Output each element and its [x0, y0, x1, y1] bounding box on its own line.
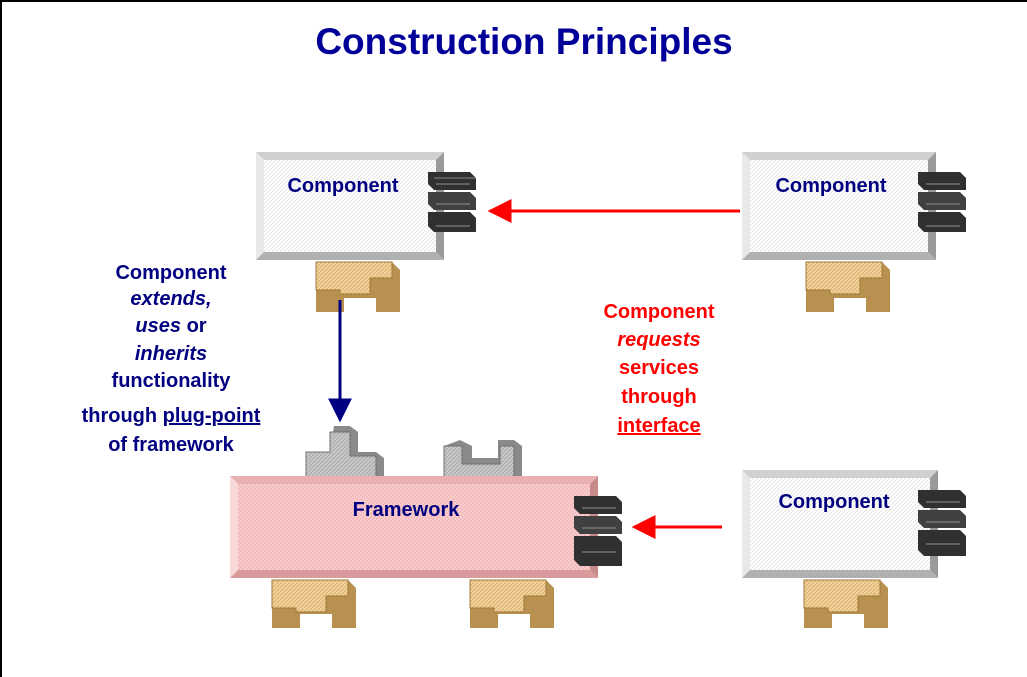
- plug-point-link: plug-point: [163, 405, 261, 427]
- interface-icon: [574, 496, 622, 566]
- left-note-text: or: [181, 315, 207, 337]
- component-label: Component: [287, 175, 398, 197]
- left-note-line: through plug-point: [82, 405, 261, 427]
- left-note-line: inherits: [135, 343, 207, 365]
- plug-icon: [315, 261, 400, 312]
- component-label: Component: [775, 175, 886, 197]
- plug-icon: [803, 579, 888, 628]
- left-note-line: functionality: [112, 370, 232, 392]
- right-note: Component requests services through inte…: [603, 301, 714, 437]
- framework-label: Framework: [353, 499, 461, 521]
- interface-icon: [918, 172, 966, 232]
- page-title: Construction Principles: [315, 21, 732, 62]
- left-note-line: Component: [115, 262, 226, 284]
- right-note-line: Component: [603, 301, 714, 323]
- left-note-line: uses or: [135, 315, 206, 337]
- interface-icon: [428, 172, 476, 232]
- component-bottom-right: Component: [742, 470, 966, 628]
- right-note-line: through: [621, 386, 697, 408]
- plug-point-icon: [443, 440, 522, 483]
- component-label: Component: [778, 491, 889, 513]
- left-note-line: extends,: [130, 288, 211, 310]
- left-note-italic: uses: [135, 315, 181, 337]
- plug-icon: [805, 261, 890, 312]
- plug-icon: [469, 579, 554, 628]
- right-note-line: requests: [617, 329, 700, 351]
- component-top-left: Component: [256, 152, 476, 312]
- plug-point-icon: [305, 426, 384, 483]
- framework-block: Framework: [230, 426, 622, 628]
- interface-link: interface: [617, 415, 700, 437]
- plug-icon: [271, 579, 356, 628]
- left-note-text: through: [82, 405, 163, 427]
- component-top-right: Component: [742, 152, 966, 312]
- interface-icon: [918, 490, 966, 556]
- left-note-line: of framework: [108, 434, 234, 456]
- left-note: Component extends, uses or inherits func…: [82, 262, 261, 456]
- right-note-line: services: [619, 357, 699, 379]
